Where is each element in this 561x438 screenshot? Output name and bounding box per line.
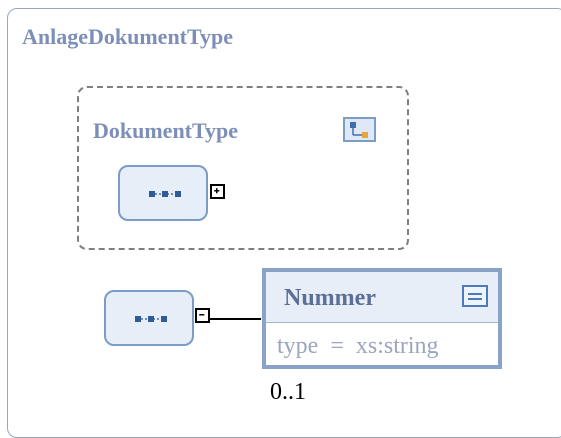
sequence-dots-icon — [149, 191, 181, 197]
complex-type-icon — [343, 117, 376, 142]
group-reference-box — [77, 86, 409, 250]
plus-icon — [214, 188, 220, 194]
element-header: Nummer — [266, 272, 498, 323]
element-type: type = xs:string — [277, 333, 439, 359]
element-node[interactable]: Nummer type = xs:string — [262, 268, 502, 369]
sequence-compositor[interactable] — [118, 165, 208, 221]
group-reference-title: DokumentType — [93, 118, 239, 143]
sequence-compositor[interactable] — [104, 290, 194, 346]
sequence-dots-icon — [135, 316, 167, 322]
element-name: Nummer — [284, 285, 376, 311]
expand-toggle[interactable] — [210, 184, 225, 199]
element-details-icon[interactable] — [462, 285, 488, 307]
complex-type-title: AnlageDokumentType — [22, 24, 234, 49]
cardinality-label: 0..1 — [270, 379, 306, 405]
connector-line — [210, 318, 261, 320]
collapse-toggle[interactable] — [195, 308, 210, 323]
